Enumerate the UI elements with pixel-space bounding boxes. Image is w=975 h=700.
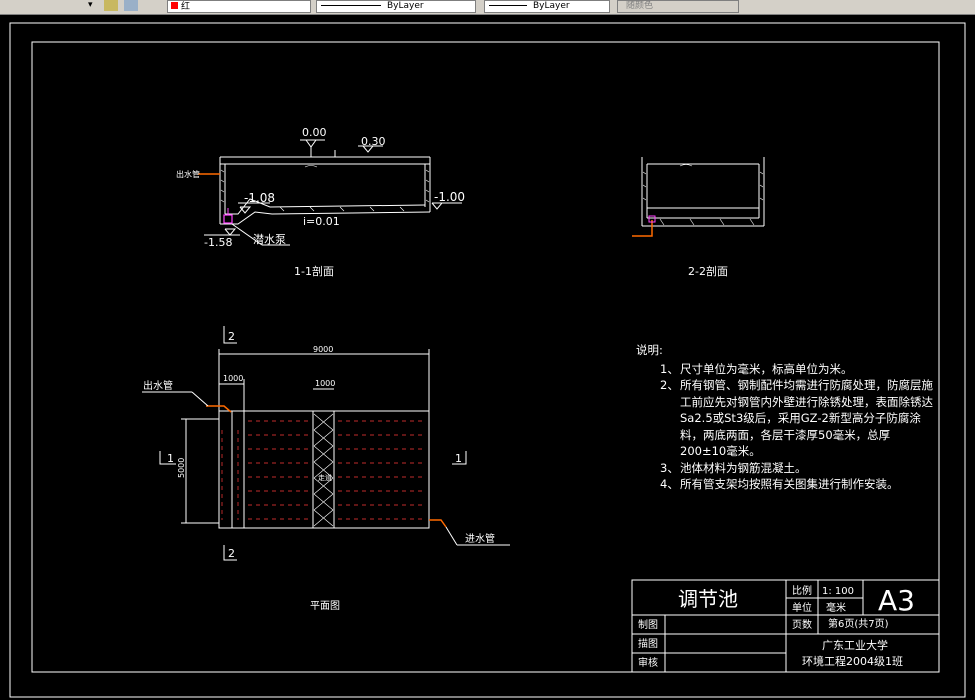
elev-top-label: 0.00 xyxy=(302,126,327,139)
drawing-canvas[interactable]: 0.00 0.30 -1.08 -1.00 -1.58 i=0.01 出水管 潜… xyxy=(0,15,975,700)
scale-value: 1: 100 xyxy=(822,586,854,597)
sheet-size: A3 xyxy=(878,584,915,617)
school-name: 广东工业大学 xyxy=(822,638,888,652)
plan-title: 平面图 xyxy=(310,600,340,612)
note-item: 1、尺寸单位为毫米，标高单位为米。 xyxy=(660,361,853,376)
drawing-title: 调节池 xyxy=(678,587,738,611)
traced-label: 描图 xyxy=(638,637,658,650)
notes-title: 说明: xyxy=(636,343,663,357)
elev-right-bottom-label: -1.00 xyxy=(434,190,465,204)
elev-water-label: 0.30 xyxy=(361,135,386,148)
outer-frame xyxy=(9,22,966,698)
slope-label: i=0.01 xyxy=(303,215,340,228)
outlet-pipe-plan xyxy=(206,405,232,413)
plan-hatch xyxy=(313,413,334,527)
color-select[interactable]: 红 xyxy=(167,0,311,13)
outlet-label-plan: 出水管 xyxy=(143,379,173,392)
plan-view xyxy=(159,326,467,561)
dim-left-label: 1000 xyxy=(223,374,243,383)
dim-width-label: 5000 xyxy=(177,458,186,478)
section-mark-2-top: 2 xyxy=(228,330,235,343)
linetype-select[interactable]: ByLayer xyxy=(316,0,476,13)
linetype-sample-icon xyxy=(321,5,381,6)
drawn-label: 制图 xyxy=(638,618,658,631)
outlet-label-section: 出水管 xyxy=(176,169,200,179)
outlet-pipe-2-2 xyxy=(632,220,653,237)
inner-frame xyxy=(31,41,940,673)
elev-left-bottom-label: -1.08 xyxy=(244,191,275,205)
elev-sump-label: -1.58 xyxy=(204,236,232,249)
lineweight-select[interactable]: ByLayer xyxy=(484,0,610,13)
page-value: 第6页(共7页) xyxy=(828,617,889,630)
inlet-pipe-plan xyxy=(429,519,447,528)
section-1-1 xyxy=(204,139,462,246)
notes-block: 说明: 1、尺寸单位为毫米，标高单位为米。 2、所有钢管、钢制配件均需进行防腐处… xyxy=(636,342,936,493)
pump-label: 潜水泵 xyxy=(253,232,286,246)
dim-mid-label: 1000 xyxy=(315,379,335,388)
plan-dashed-water xyxy=(221,420,426,520)
unit-value: 毫米 xyxy=(826,601,846,614)
layer-previous-icon[interactable] xyxy=(124,0,138,11)
scale-label: 比例 xyxy=(792,584,812,597)
page-label: 页数 xyxy=(792,618,812,631)
check-label: 审核 xyxy=(638,656,658,669)
dropdown-arrow-icon[interactable]: ▾ xyxy=(88,0,93,10)
note-item: 2、所有钢管、钢制配件均需进行防腐处理，防腐层施工前应先对钢管内外壁进行除锈处理… xyxy=(660,378,933,458)
note-item: 4、所有管支架均按照有关图集进行制作安装。 xyxy=(660,477,899,491)
note-item: 3、池体材料为钢筋混凝土。 xyxy=(660,460,807,475)
section-2-2 xyxy=(641,157,765,227)
dim-length-label: 9000 xyxy=(313,345,333,354)
outlet-leader xyxy=(191,391,209,407)
layer-state-icon[interactable] xyxy=(104,0,118,11)
corridor-text: 走道 xyxy=(318,473,332,482)
title-block xyxy=(631,579,940,673)
color-swatch-icon xyxy=(171,2,178,9)
inlet-leader xyxy=(445,526,458,546)
section-1-1-title: 1-1剖面 xyxy=(294,264,334,278)
properties-toolbar: ▾ 红 ByLayer ByLayer 随颜色 xyxy=(0,0,975,15)
plotstyle-select[interactable]: 随颜色 xyxy=(617,0,739,13)
submersible-pump-icon xyxy=(223,214,233,224)
section-mark-2-bottom: 2 xyxy=(228,547,235,560)
section-mark-1-left: 1 xyxy=(167,452,174,465)
pump-icon-2-2 xyxy=(648,215,656,223)
section-2-2-title: 2-2剖面 xyxy=(688,264,728,278)
class-name: 环境工程2004级1班 xyxy=(802,654,903,668)
inlet-label-plan: 进水管 xyxy=(465,532,495,545)
lineweight-sample-icon xyxy=(489,5,527,6)
section-mark-1-right: 1 xyxy=(455,452,462,465)
unit-label: 单位 xyxy=(792,601,812,614)
